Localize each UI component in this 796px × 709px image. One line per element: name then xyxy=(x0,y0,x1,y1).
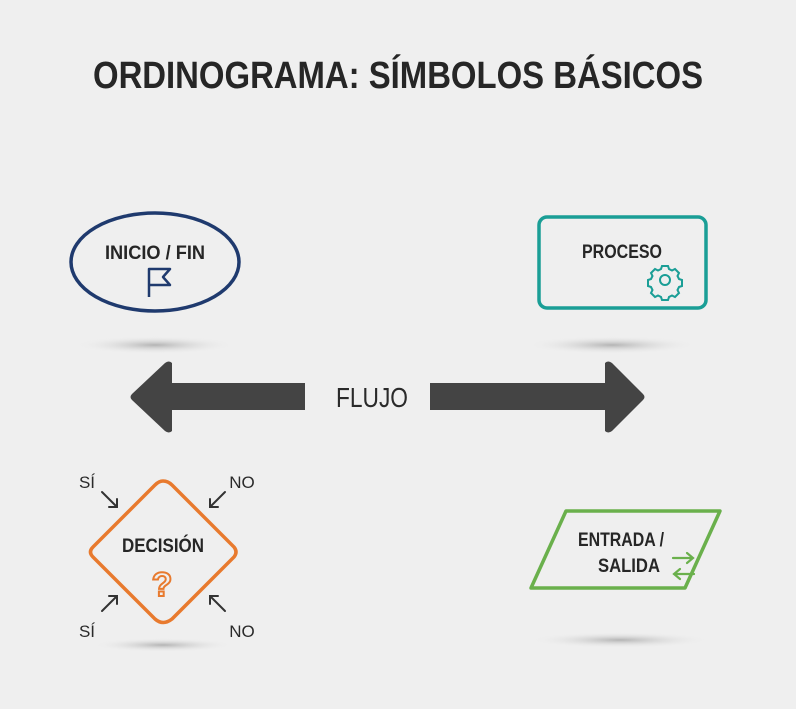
arrow-in-icon xyxy=(101,595,118,612)
arrow-in-icon xyxy=(101,491,118,508)
gear-icon xyxy=(647,265,683,301)
start-end-label: INICIO / FIN xyxy=(105,243,205,264)
input-output-label-line1: ENTRADA / xyxy=(578,530,665,551)
shadow xyxy=(527,336,697,354)
shadow xyxy=(93,638,233,652)
decision-symbol: DECISIÓN ? SÍ NO SÍ NO xyxy=(79,473,255,641)
process-label: PROCESO xyxy=(582,242,662,263)
decision-input-label: NO xyxy=(229,622,255,641)
decision-label: DECISIÓN xyxy=(122,535,204,557)
process-symbol: PROCESO xyxy=(537,215,708,310)
arrow-in-icon xyxy=(209,595,226,612)
input-output-symbol: ENTRADA / SALIDA xyxy=(529,509,722,590)
flow-arrow-left xyxy=(130,361,305,433)
decision-input-label: SÍ xyxy=(79,622,95,641)
flow-label: FLUJO xyxy=(336,382,408,413)
flag-icon xyxy=(147,267,172,297)
flow-arrow-right xyxy=(430,361,645,433)
start-end-symbol: INICIO / FIN xyxy=(69,211,241,313)
swap-arrows-icon xyxy=(671,551,696,581)
arrow-in-icon xyxy=(209,491,226,508)
decision-input-label: SÍ xyxy=(79,473,95,492)
page-title: ORDINOGRAMA: SÍMBOLOS BÁSICOS xyxy=(93,53,703,97)
decision-input-label: NO xyxy=(229,473,255,492)
shadow xyxy=(530,632,710,648)
shadow xyxy=(75,336,235,354)
question-icon: ? xyxy=(152,566,173,604)
input-output-label-line2: SALIDA xyxy=(598,556,660,577)
